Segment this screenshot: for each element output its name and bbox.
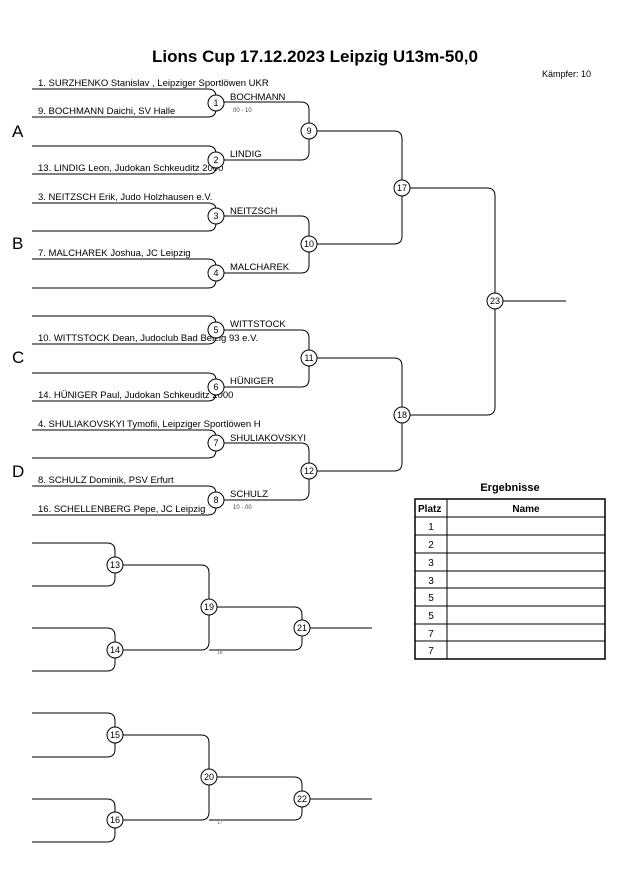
competitor-2: 9. BOCHMANN Daichi, SV Halle xyxy=(38,106,175,117)
match-22: 22 xyxy=(293,790,311,808)
results-col-place: Platz xyxy=(418,504,441,515)
competitor-1: 1. SURZHENKO Stanislav , Leipziger Sport… xyxy=(38,78,269,89)
results-title: Ergebnisse xyxy=(480,482,539,494)
repechage-bracket-lines xyxy=(32,542,372,843)
match-12: 12 xyxy=(300,462,318,480)
competitor-6: 10. WITTSTOCK Dean, Judoclub Bad Belzig … xyxy=(38,333,258,344)
results-place: 7 xyxy=(428,646,434,657)
match-20: 20 xyxy=(200,768,218,786)
match-number: 3 xyxy=(213,211,218,221)
match-13: 13 xyxy=(106,556,124,574)
match-number: 16 xyxy=(110,815,120,825)
match-number: 21 xyxy=(297,623,307,633)
match-number: 18 xyxy=(397,410,407,420)
match-number: 7 xyxy=(213,438,218,448)
match-11: 11 xyxy=(300,349,318,367)
match-18: 18 xyxy=(393,406,411,424)
match-number: 23 xyxy=(490,296,500,306)
match-number: 4 xyxy=(213,268,218,278)
match-number: 11 xyxy=(304,353,313,363)
match-3: 3 xyxy=(207,207,225,225)
match-4: 4 xyxy=(207,264,225,282)
score-match-8: 10 - 00 xyxy=(233,505,252,511)
results-place: 3 xyxy=(428,576,434,587)
match-1: 1 xyxy=(207,94,225,112)
match-2: 2 xyxy=(207,151,225,169)
pool-label-b: B xyxy=(12,234,23,253)
repechage-ref-1: 18 xyxy=(217,650,223,656)
winner-match-4: MALCHAREK xyxy=(230,262,290,273)
competitor-10: 16. SCHELLENBERG Pepe, JC Leipzig xyxy=(38,504,205,515)
pool-label-a: A xyxy=(12,122,24,141)
winner-match-1: BOCHMANN xyxy=(230,92,286,103)
match-number: 5 xyxy=(213,325,218,335)
match-number: 14 xyxy=(110,645,120,655)
match-number: 22 xyxy=(297,794,307,804)
competitor-5: 7. MALCHAREK Joshua, JC Leipzig xyxy=(38,248,191,259)
results-place: 5 xyxy=(428,593,434,604)
winner-match-5: WITTSTOCK xyxy=(230,319,286,330)
match-16: 16 xyxy=(106,811,124,829)
results-col-name: Name xyxy=(512,504,540,515)
match-8: 8 xyxy=(207,491,225,509)
pool-label-c: C xyxy=(12,348,24,367)
match-number: 8 xyxy=(213,495,218,505)
winner-match-3: NEITZSCH xyxy=(230,206,278,217)
match-number: 19 xyxy=(204,602,214,612)
match-number: 20 xyxy=(204,772,214,782)
match-number: 1 xyxy=(213,98,218,108)
match-14: 14 xyxy=(106,641,124,659)
winner-match-8: SCHULZ xyxy=(230,489,268,500)
match-number: 13 xyxy=(110,560,120,570)
match-number: 6 xyxy=(213,382,218,392)
results-place: 7 xyxy=(428,629,434,640)
pool-label-d: D xyxy=(12,462,24,481)
competitor-4: 3. NEITZSCH Erik, Judo Holzhausen e.V. xyxy=(38,192,212,203)
match-number: 12 xyxy=(304,466,314,476)
match-17: 17 xyxy=(393,179,411,197)
fighter-count: Kämpfer: 10 xyxy=(542,69,591,79)
winner-match-6: HÜNIGER xyxy=(230,376,274,387)
competitor-8: 4. SHULIAKOVSKYI Tymofii, Leipziger Spor… xyxy=(38,419,261,430)
match-23: 23 xyxy=(486,292,504,310)
results-place: 3 xyxy=(428,558,434,569)
main-bracket-lines xyxy=(32,88,566,516)
match-number: 15 xyxy=(110,730,120,740)
match-10: 10 xyxy=(300,235,318,253)
match-6: 6 xyxy=(207,378,225,396)
match-number: 10 xyxy=(304,239,314,249)
winner-match-2: LINDIG xyxy=(230,149,262,160)
match-15: 15 xyxy=(106,726,124,744)
results-place: 5 xyxy=(428,611,434,622)
winner-match-7: SHULIAKOVSKYI xyxy=(230,433,306,444)
results-place: 1 xyxy=(428,522,434,533)
match-9: 9 xyxy=(300,122,318,140)
repechage-ref-2: 17 xyxy=(217,820,223,826)
results-table: Ergebnisse Platz Name 1 2 3 3 5 5 7 7 xyxy=(414,482,606,660)
match-19: 19 xyxy=(200,598,218,616)
results-place: 2 xyxy=(428,540,434,551)
match-number: 9 xyxy=(306,126,311,136)
competitor-3: 13. LINDIG Leon, Judokan Schkeuditz 2000 xyxy=(38,163,223,174)
score-match-1: 00 - 10 xyxy=(233,108,252,114)
match-number: 17 xyxy=(397,183,407,193)
match-5: 5 xyxy=(207,321,225,339)
match-21: 21 xyxy=(293,619,311,637)
match-7: 7 xyxy=(207,434,225,452)
match-number: 2 xyxy=(213,155,218,165)
competitor-7: 14. HÜNIGER Paul, Judokan Schkeuditz 200… xyxy=(38,390,233,401)
competitor-9: 8. SCHULZ Dominik, PSV Erfurt xyxy=(38,475,174,486)
page-title: Lions Cup 17.12.2023 Leipzig U13m-50,0 xyxy=(152,47,478,66)
